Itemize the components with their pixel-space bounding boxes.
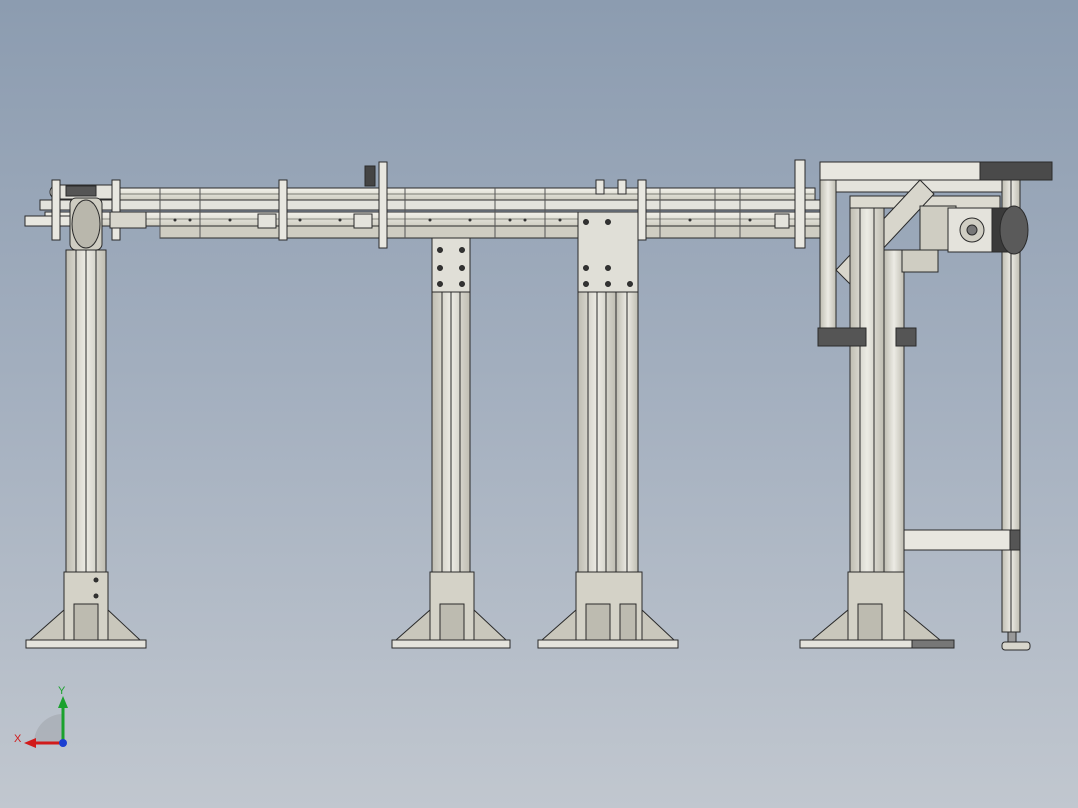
rail-joints <box>159 188 741 238</box>
triad-plane <box>34 714 63 743</box>
y-axis-label: Y <box>58 685 66 697</box>
x-axis-arrow-icon <box>24 738 36 748</box>
conveyor-rails <box>39 187 826 239</box>
coordinate-triad: Y X <box>10 686 80 756</box>
support-leg-2 <box>391 237 511 649</box>
drive-frame <box>799 161 1053 651</box>
y-axis-arrow-icon <box>58 696 68 708</box>
x-axis-label: X <box>14 733 22 745</box>
support-leg-1 <box>25 249 147 649</box>
chain-pins <box>173 218 752 222</box>
z-axis-icon <box>59 739 67 747</box>
idler-end-assembly <box>24 179 147 251</box>
support-leg-3 <box>537 211 679 649</box>
conveyor-assembly <box>24 159 1053 651</box>
